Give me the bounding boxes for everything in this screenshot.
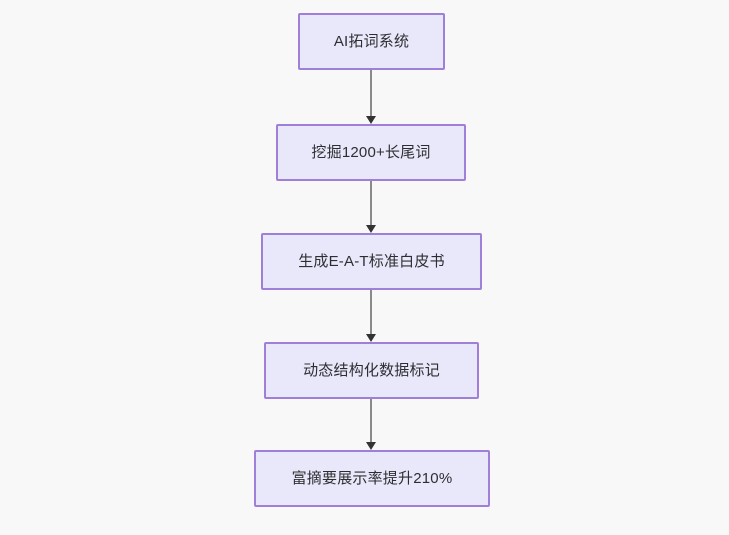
arrow-head-icon [366, 442, 376, 450]
arrow-head-icon [366, 334, 376, 342]
edge-line [370, 70, 372, 116]
flow-node-ai-keyword-system[interactable]: AI拓词系统 [298, 13, 445, 70]
flow-node-structured-data-markup[interactable]: 动态结构化数据标记 [264, 342, 479, 399]
edge-line [370, 399, 372, 442]
flow-node-label: 生成E-A-T标准白皮书 [298, 252, 445, 270]
edge-line [370, 290, 372, 334]
flow-node-label: AI拓词系统 [333, 32, 410, 50]
flow-node-label: 富摘要展示率提升210% [291, 469, 453, 487]
arrow-head-icon [366, 116, 376, 124]
flow-node-eat-whitepaper[interactable]: 生成E-A-T标准白皮书 [261, 233, 482, 290]
flow-node-label: 动态结构化数据标记 [303, 361, 440, 379]
flow-node-rich-snippet-result[interactable]: 富摘要展示率提升210% [254, 450, 490, 507]
flow-node-label: 挖掘1200+长尾词 [311, 143, 431, 161]
edge-line [370, 181, 372, 225]
arrow-head-icon [366, 225, 376, 233]
flow-node-longtail-keywords[interactable]: 挖掘1200+长尾词 [276, 124, 466, 181]
